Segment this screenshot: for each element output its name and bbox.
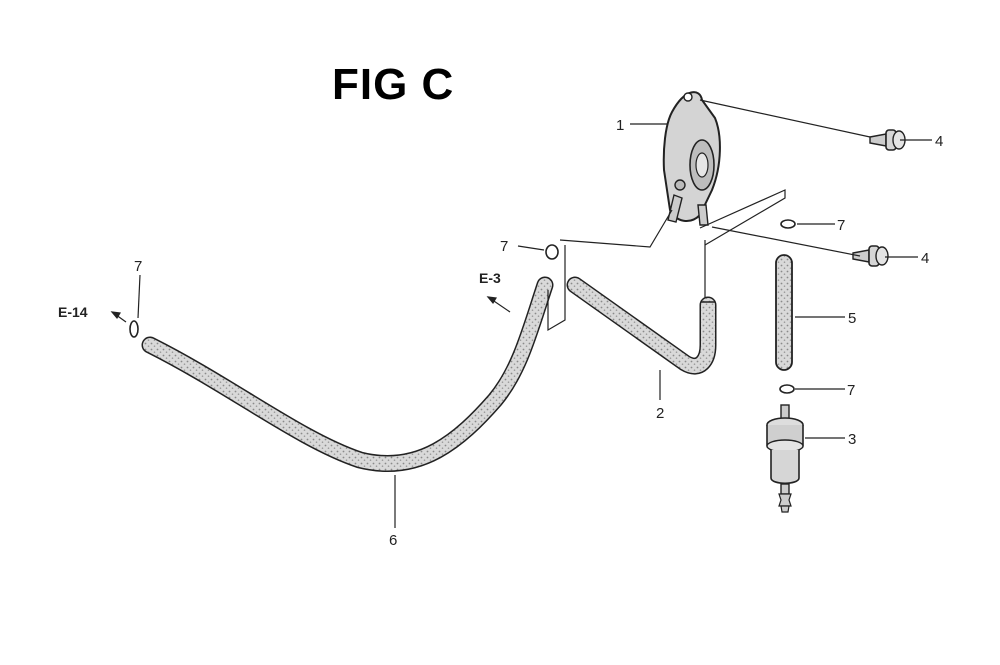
- callout-6: 6: [389, 532, 397, 549]
- callout-5: 5: [848, 310, 856, 327]
- bent-fuel-tube-icon: [566, 276, 717, 375]
- figure-title: FIG C: [332, 60, 455, 109]
- reference-e14: E-14: [58, 304, 88, 320]
- bolt-icon: [869, 129, 906, 151]
- callout-7-center: 7: [500, 238, 508, 255]
- reference-e3: E-3: [479, 270, 501, 286]
- bolt-icon: [852, 245, 889, 267]
- callout-2: 2: [656, 405, 664, 422]
- long-fuel-tube-icon: [141, 276, 554, 473]
- reference-arrows: [110, 296, 511, 323]
- callout-7-left: 7: [134, 258, 142, 275]
- hose-clip-icon: [545, 244, 559, 260]
- callout-1: 1: [616, 117, 624, 134]
- leader-lines: [137, 99, 932, 528]
- callout-3: 3: [848, 431, 856, 448]
- callout-7-lower-right: 7: [847, 382, 855, 399]
- hose-clip-icon: [129, 320, 139, 338]
- callout-7-upper-right: 7: [837, 217, 845, 234]
- straight-fuel-tube-icon: [775, 254, 793, 371]
- hose-clip-icon: [780, 219, 796, 229]
- callout-4-lower: 4: [921, 250, 929, 267]
- fuel-pump-icon: [662, 91, 721, 226]
- callout-4-upper: 4: [935, 133, 943, 150]
- fuel-filter-icon: [766, 404, 804, 513]
- hose-clip-icon: [779, 384, 795, 394]
